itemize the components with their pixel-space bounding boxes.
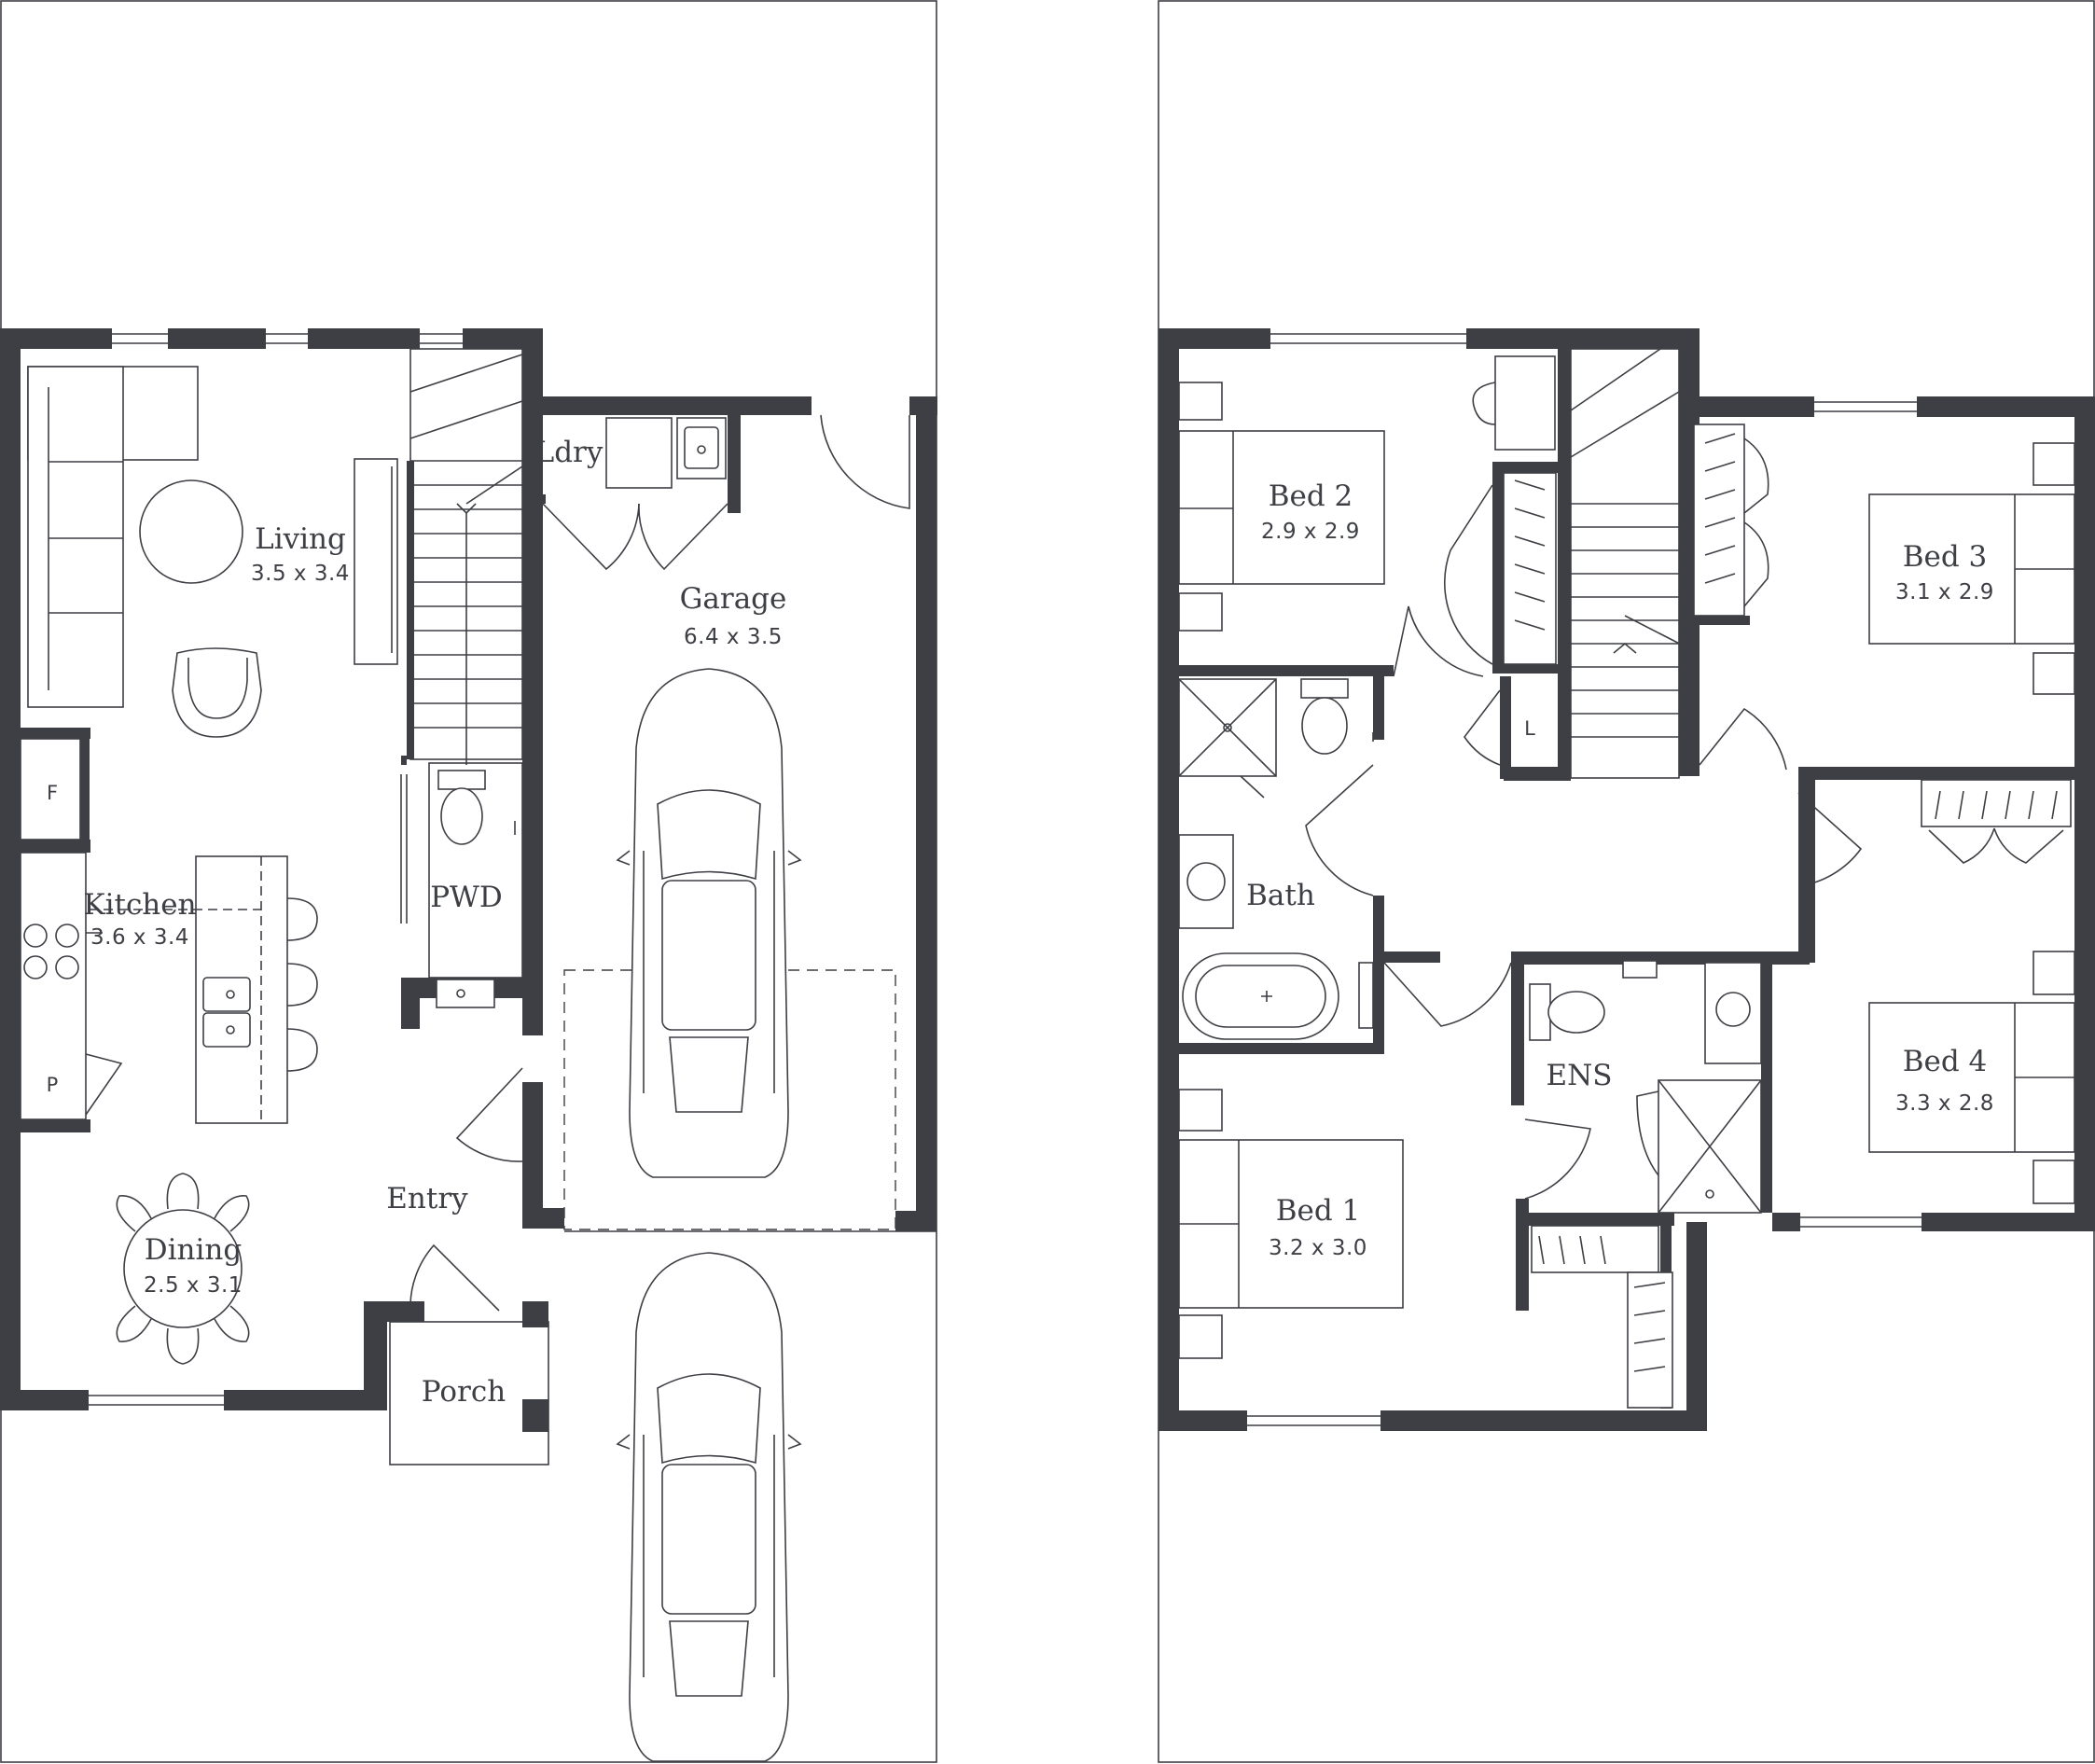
bed3-name: Bed 3 bbox=[1903, 540, 1988, 574]
bed3-furniture bbox=[1693, 424, 2075, 771]
first-stairs bbox=[1444, 348, 1699, 779]
powder-name: PWD bbox=[430, 881, 503, 914]
entry-name: Entry bbox=[386, 1182, 468, 1215]
ensuite-name: ENS bbox=[1547, 1059, 1613, 1092]
hall-doors bbox=[1524, 792, 1863, 1200]
entry-doors bbox=[389, 1067, 549, 1465]
ground-stairs bbox=[354, 348, 523, 765]
ground-windows bbox=[89, 333, 463, 1406]
bed3-dims: 3.1 x 2.9 bbox=[1895, 580, 1994, 604]
living-dims: 3.5 x 3.4 bbox=[251, 562, 350, 586]
fridge-tag: F bbox=[47, 782, 58, 804]
dining-furniture bbox=[116, 1173, 250, 1365]
kitchen-name: Kitchen bbox=[83, 888, 196, 922]
bed1-furniture bbox=[1178, 1089, 1673, 1409]
bed1-name: Bed 1 bbox=[1276, 1194, 1361, 1228]
bed4-furniture bbox=[1868, 779, 2075, 1204]
laundry-name: Ldry bbox=[535, 436, 604, 469]
first-windows bbox=[1247, 333, 1922, 1426]
bed2-name: Bed 2 bbox=[1269, 479, 1353, 513]
kitchen-fixtures bbox=[20, 738, 318, 1124]
dining-dims: 2.5 x 3.1 bbox=[144, 1273, 243, 1298]
pantry-tag: P bbox=[47, 1074, 59, 1096]
first-floor: Bed 2 2.9 x 2.9 Bed 3 3.1 x 2.9 L Bath E… bbox=[1158, 0, 2095, 1763]
laundry-fixtures bbox=[542, 417, 728, 571]
garage-name: Garage bbox=[680, 582, 787, 616]
living-name: Living bbox=[255, 522, 346, 556]
garage-dims: 6.4 x 3.5 bbox=[684, 625, 783, 649]
bed2-furniture bbox=[1178, 355, 1556, 677]
bath-name: Bath bbox=[1246, 879, 1315, 912]
porch-name: Porch bbox=[422, 1375, 506, 1409]
ground-floor: Living 3.5 x 3.4 Ldry Garage 6.4 x 3.5 F… bbox=[0, 0, 937, 1763]
ensuite-fixtures bbox=[1529, 960, 1762, 1214]
bath-fixtures bbox=[1178, 678, 1512, 1040]
first-walls bbox=[1158, 328, 2095, 1431]
bed4-dims: 3.3 x 2.8 bbox=[1895, 1091, 1994, 1116]
living-furniture bbox=[27, 366, 262, 738]
car-driveway bbox=[616, 1252, 802, 1762]
kitchen-dims: 3.6 x 3.4 bbox=[90, 925, 189, 950]
dining-name: Dining bbox=[145, 1233, 242, 1267]
bed4-name: Bed 4 bbox=[1903, 1045, 1988, 1078]
powder-fixtures bbox=[400, 762, 523, 1008]
bed1-dims: 3.2 x 3.0 bbox=[1269, 1236, 1367, 1260]
car-garage bbox=[616, 668, 802, 1178]
garage-door-line bbox=[563, 969, 896, 1230]
linen-tag: L bbox=[1524, 717, 1535, 740]
garage-door bbox=[820, 414, 910, 509]
bed2-dims: 2.9 x 2.9 bbox=[1261, 520, 1360, 544]
